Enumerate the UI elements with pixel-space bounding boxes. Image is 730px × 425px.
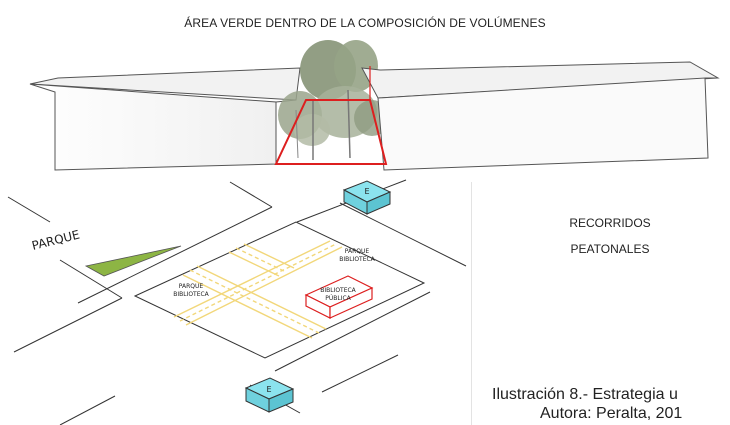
panel-divider	[471, 182, 472, 425]
station-bottom-label: E	[266, 385, 271, 394]
courtyard-outline	[274, 99, 388, 165]
left-roof	[29, 67, 301, 101]
side-label-2: PEATONALES	[570, 242, 650, 256]
park-right-label-2: BIBLIOTECA	[339, 256, 375, 263]
right-roof	[361, 61, 720, 99]
caption-line-2: Autora: Peralta, 201	[540, 405, 683, 422]
green-park-area	[84, 245, 182, 277]
figure-caption: Ilustración 8.- Estrategia u Autora: Per…	[492, 385, 730, 425]
station-top	[342, 180, 392, 215]
library-building	[304, 275, 374, 319]
station-bottom	[244, 377, 295, 413]
caption-line-1: Ilustración 8.- Estrategia u	[492, 386, 678, 403]
figure-title: ÁREA VERDE DENTRO DE LA COMPOSICIÓN DE V…	[184, 16, 546, 30]
left-wall	[29, 83, 277, 171]
park-right-label-1: PARQUE	[345, 248, 370, 255]
parque-label: PARQUE	[30, 228, 81, 253]
station-top-label: E	[364, 187, 369, 196]
building-elevation	[29, 40, 720, 171]
library-label-1: BIBLIOTECA	[320, 287, 356, 294]
pedestrian-paths	[173, 240, 343, 339]
library-label-2: PÚBLICA	[325, 295, 351, 302]
park-left-label-1: PARQUE	[179, 283, 204, 290]
park-left-label-2: BIBLIOTECA	[173, 291, 209, 298]
site-plan	[7, 179, 467, 425]
city-block	[133, 221, 426, 359]
side-label-1: RECORRIDOS	[569, 216, 651, 230]
street-edge	[7, 196, 51, 223]
